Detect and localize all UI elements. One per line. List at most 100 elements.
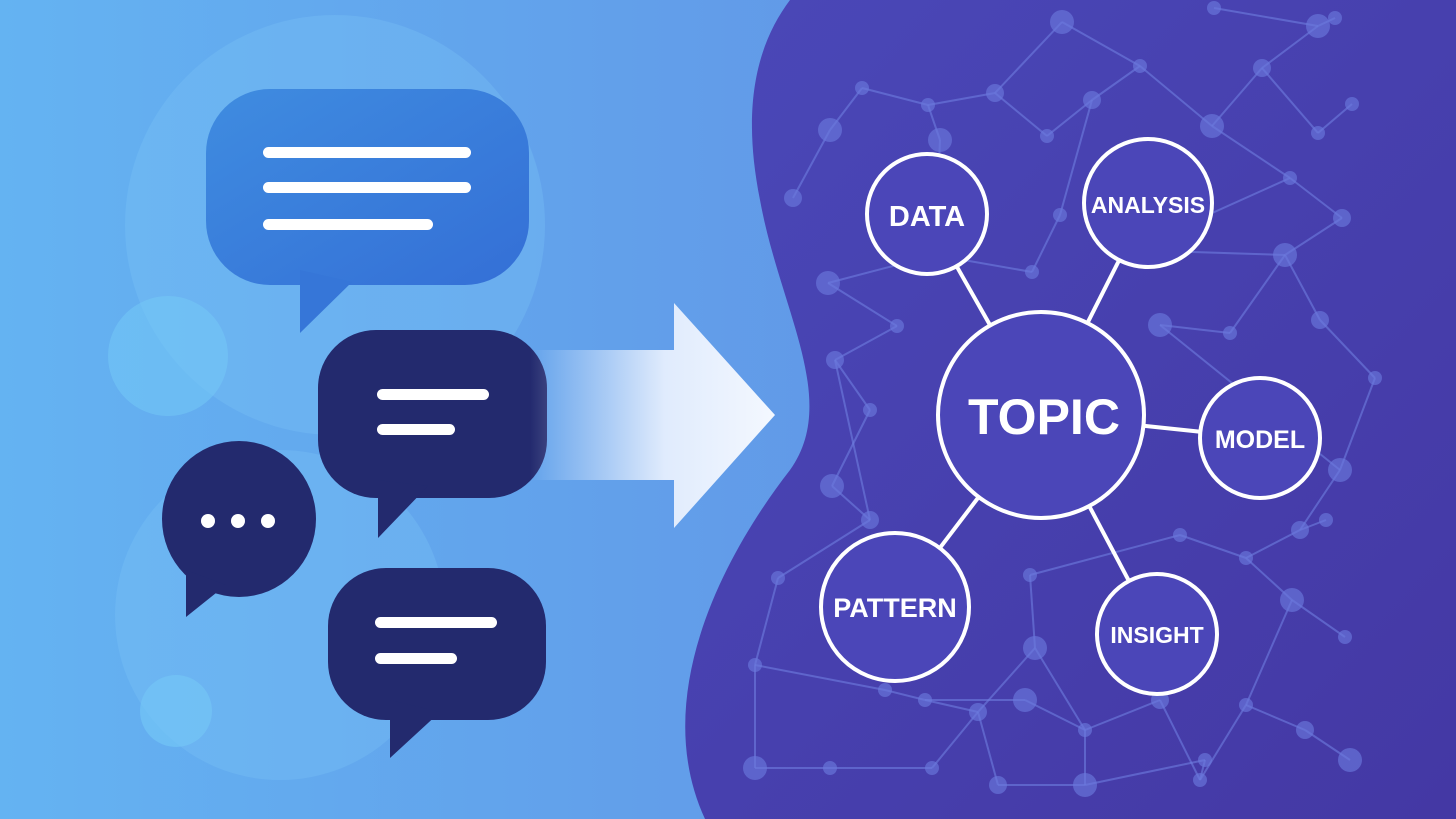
network-link	[754, 577, 779, 666]
network-link	[1229, 254, 1286, 334]
network-link	[1245, 599, 1293, 706]
network-link	[931, 711, 979, 769]
edge-topic-analysis	[1085, 259, 1121, 324]
network-dot	[1239, 698, 1253, 712]
chat-bubble-icon	[318, 330, 547, 538]
node-data: DATA	[865, 152, 989, 276]
network-link	[1213, 7, 1319, 27]
network-dot	[1193, 773, 1207, 787]
network-dot	[1053, 208, 1067, 222]
network-link	[1139, 65, 1213, 127]
network-dot	[1173, 528, 1187, 542]
node-analysis-label: ANALYSIS	[1091, 192, 1205, 218]
network-dot	[1253, 59, 1271, 77]
network-link	[1284, 254, 1321, 321]
network-dot	[1311, 126, 1325, 140]
network-dot	[1207, 1, 1221, 15]
network-link	[927, 92, 996, 106]
network-dot	[1073, 773, 1097, 797]
network-dot	[921, 98, 935, 112]
network-dot	[1050, 10, 1074, 34]
network-dot	[1296, 721, 1314, 739]
network-link	[994, 92, 1048, 137]
node-insight: INSIGHT	[1095, 572, 1219, 696]
network-link	[1029, 574, 1036, 649]
network-link	[1261, 67, 1319, 134]
node-topic-circle	[936, 310, 1146, 520]
network-dot	[1133, 59, 1147, 73]
chat-bubble-icon	[206, 89, 529, 333]
typing-bubble-icon	[162, 441, 316, 617]
network-dot	[1338, 630, 1352, 644]
network-link	[1159, 699, 1201, 781]
network-link	[834, 359, 871, 411]
network-link	[1091, 65, 1141, 101]
network-link	[1031, 214, 1061, 273]
chat-bubbles	[162, 89, 547, 758]
network-link	[831, 409, 871, 487]
network-link	[1084, 759, 1206, 786]
network-dot	[1078, 723, 1092, 737]
network-dot	[1333, 209, 1351, 227]
network-link	[1319, 319, 1376, 379]
node-topic-label: TOPIC	[968, 389, 1120, 445]
network-dot	[1013, 688, 1037, 712]
network-link	[777, 519, 871, 579]
network-dot	[823, 761, 837, 775]
network-link	[1289, 177, 1343, 219]
network-dot	[1083, 91, 1101, 109]
network-dot	[748, 658, 762, 672]
network-dot	[1023, 568, 1037, 582]
diagram-edges	[938, 259, 1201, 582]
network-dot	[989, 776, 1007, 794]
network-dot	[1345, 97, 1359, 111]
network-dot	[1223, 326, 1237, 340]
node-pattern-circle	[819, 531, 971, 683]
network-link	[1084, 699, 1161, 731]
node-pattern-label: PATTERN	[833, 593, 957, 623]
network-link	[792, 129, 831, 199]
node-model-label: MODEL	[1215, 426, 1305, 454]
edge-topic-model	[1143, 423, 1201, 434]
network-dot	[890, 319, 904, 333]
network-dot	[743, 756, 767, 780]
node-analysis-circle	[1082, 137, 1214, 269]
node-analysis: ANALYSIS	[1082, 137, 1214, 269]
network-link	[977, 711, 999, 786]
node-data-circle	[865, 152, 989, 276]
network-dot	[1368, 371, 1382, 385]
network-dot	[1198, 753, 1212, 767]
network-link	[924, 699, 979, 713]
network-dot	[1291, 521, 1309, 539]
network-link	[1034, 647, 1086, 731]
topic-diagram: TOPIC DATA ANALYSIS MODEL INSIGHT PATTER…	[819, 137, 1322, 696]
edge-topic-data	[954, 265, 992, 327]
network-dot	[1283, 171, 1297, 185]
network-link	[834, 325, 898, 361]
network-link	[1046, 99, 1093, 137]
network-link	[861, 87, 929, 106]
network-dot	[784, 189, 802, 207]
network-dot	[969, 703, 987, 721]
network-link	[1199, 704, 1247, 781]
node-pattern: PATTERN	[819, 531, 971, 683]
network-dot	[1328, 458, 1352, 482]
network-dot	[918, 693, 932, 707]
network-dot	[1200, 114, 1224, 138]
network-dot	[1023, 636, 1047, 660]
network-link	[1245, 704, 1306, 731]
network-link	[1029, 534, 1181, 576]
network-link	[1245, 529, 1301, 559]
network-link	[1179, 534, 1247, 559]
network-link	[1211, 67, 1263, 127]
network-dot	[1280, 588, 1304, 612]
network-link	[827, 282, 898, 327]
network-dot	[771, 571, 785, 585]
network-dot	[820, 474, 844, 498]
network-dot	[818, 118, 842, 142]
diagram-nodes: TOPIC DATA ANALYSIS MODEL INSIGHT PATTER…	[819, 137, 1322, 696]
edge-topic-insight	[1087, 505, 1131, 582]
node-model-circle	[1198, 376, 1322, 500]
network-link	[1317, 103, 1353, 134]
network-dot	[1025, 265, 1039, 279]
